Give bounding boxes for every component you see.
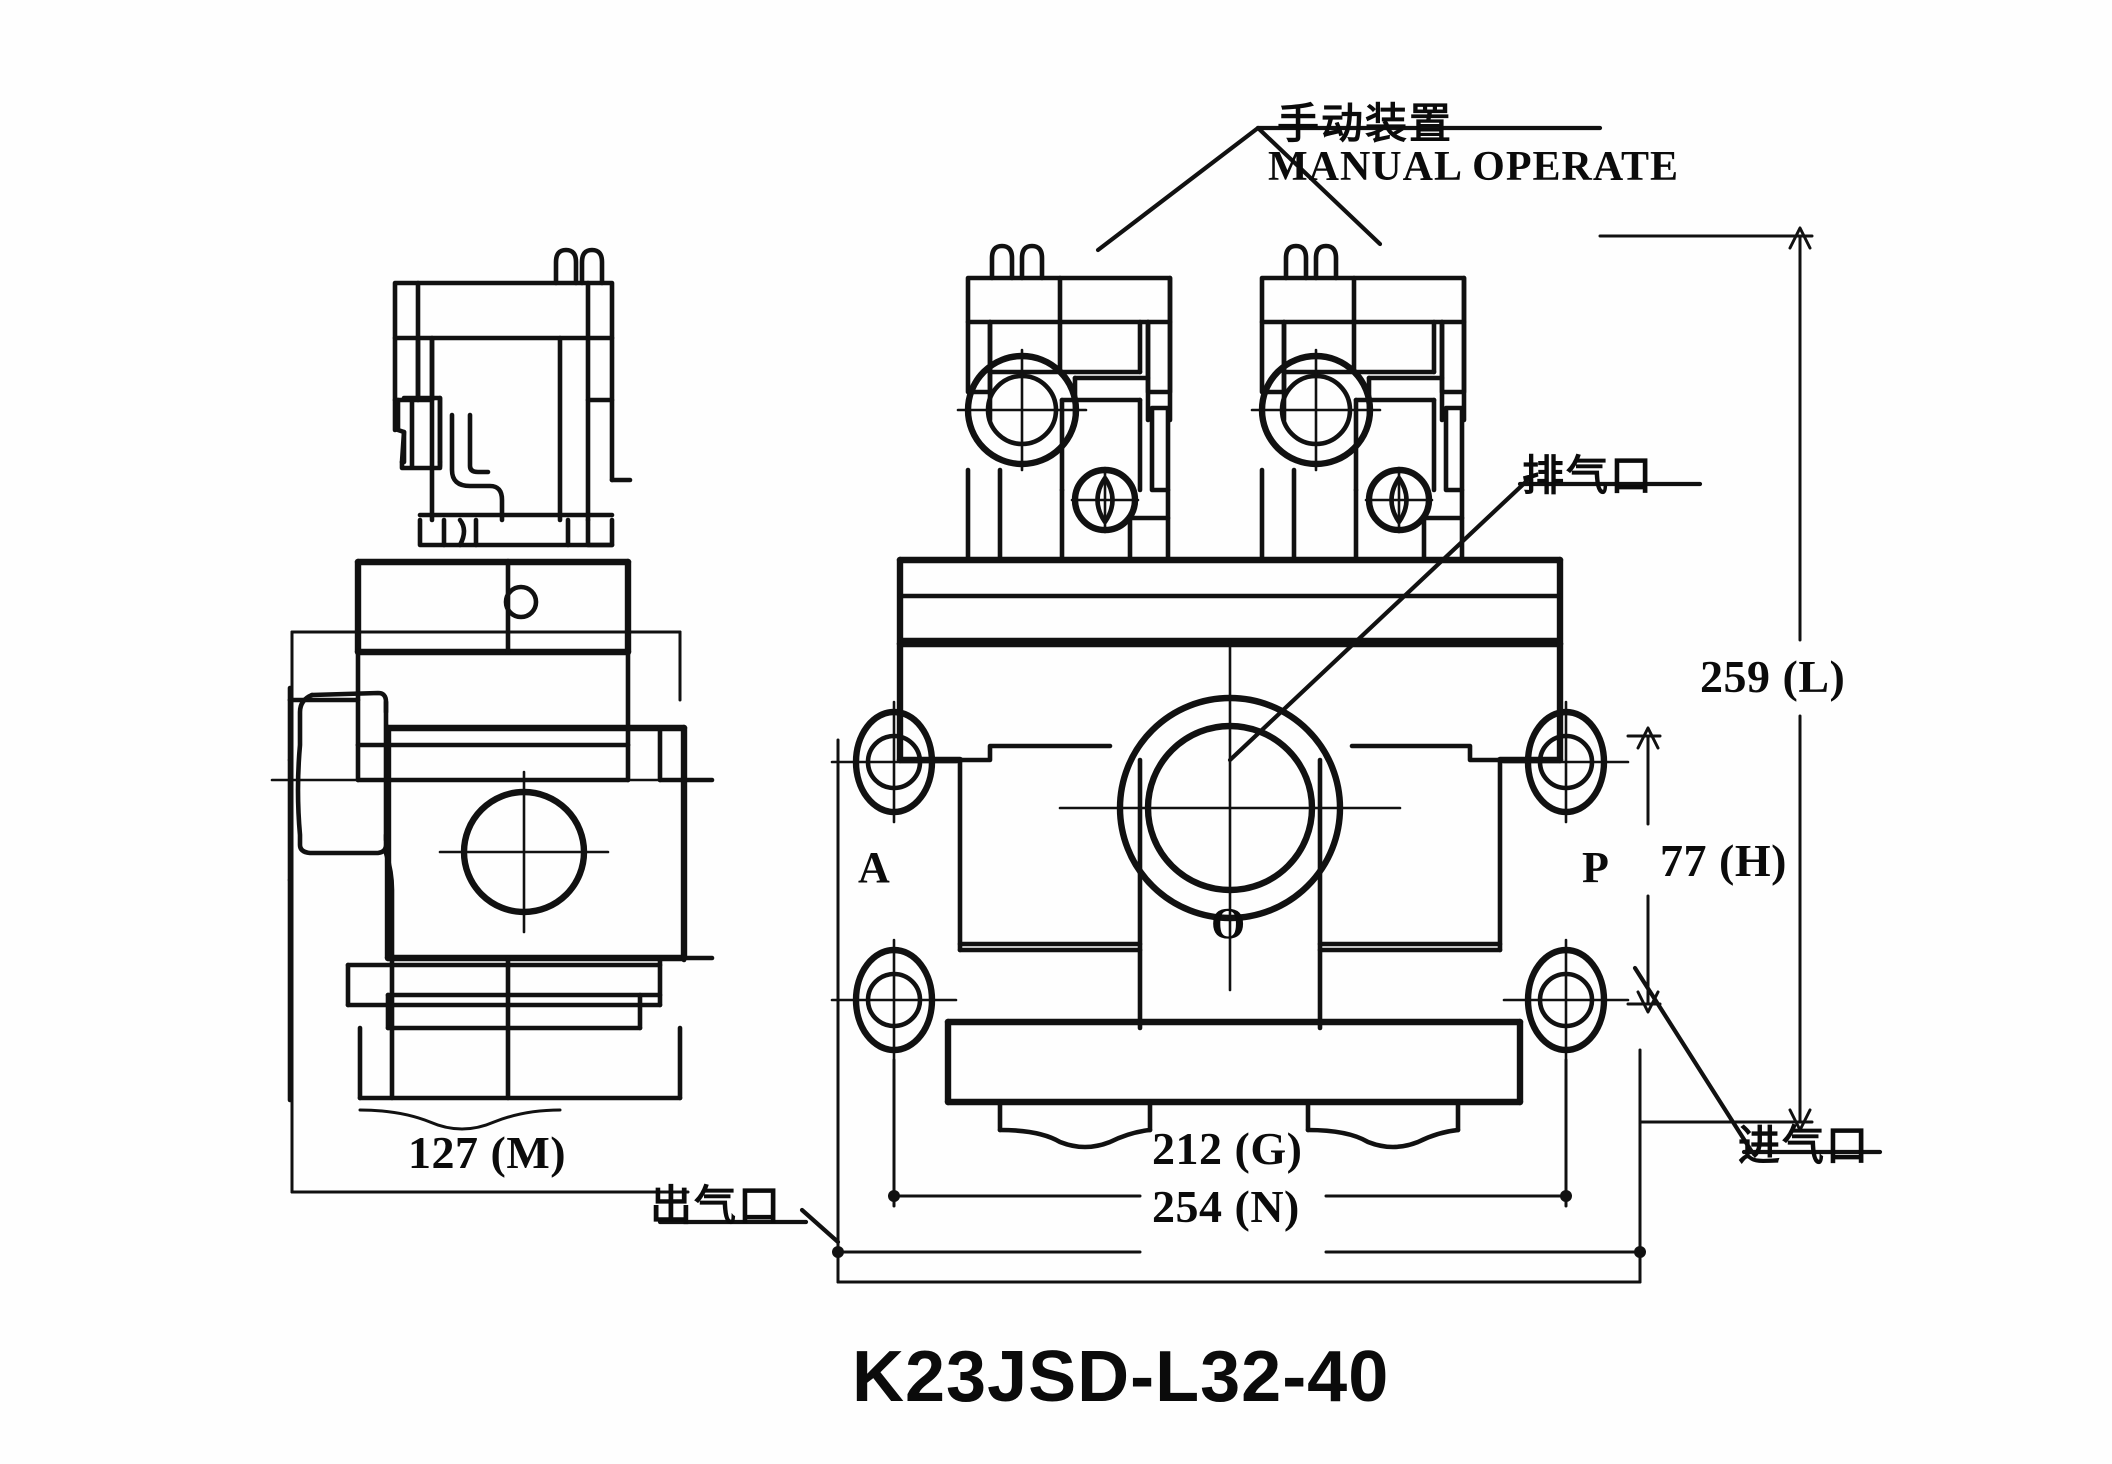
manual-operate-label-en: MANUAL OPERATE bbox=[1268, 144, 1680, 190]
mounting-hole-bottom-right bbox=[1502, 938, 1630, 1062]
drawing-title: K23JSD-L32-40 bbox=[852, 1337, 1390, 1417]
outlet-port-label: 出气口 bbox=[650, 1181, 783, 1230]
port-label-o: O bbox=[1211, 899, 1246, 948]
dim-hole-pitch bbox=[888, 1058, 1572, 1208]
dim-label-hole-pitch: 212 (G) bbox=[1152, 1123, 1303, 1174]
exhaust-port-label: 排气口 bbox=[1522, 451, 1655, 500]
dim-label-body-height: 77 (H) bbox=[1660, 835, 1787, 886]
leader-outlet-port bbox=[657, 1207, 841, 1245]
dim-overall-width bbox=[832, 1246, 1646, 1258]
dim-side-width bbox=[358, 1108, 562, 1131]
dim-body-height bbox=[1626, 726, 1662, 1014]
inlet-port-label: 进气口 bbox=[1738, 1121, 1871, 1170]
port-label-p: P bbox=[1582, 843, 1609, 892]
dim-label-overall-width: 254 (N) bbox=[1152, 1181, 1300, 1232]
mounting-hole-top-left bbox=[830, 700, 958, 824]
mounting-hole-top-right bbox=[1502, 700, 1630, 824]
dim-overall-height bbox=[1598, 226, 1814, 1132]
mounting-hole-bottom-left bbox=[830, 938, 958, 1062]
dim-label-side-width: 127 (M) bbox=[408, 1127, 567, 1178]
manual-operate-label-cn: 手动装置 bbox=[1277, 99, 1454, 148]
side-view-geometry bbox=[270, 247, 715, 1194]
port-label-a: A bbox=[858, 843, 890, 892]
front-view-geometry bbox=[830, 243, 1642, 1284]
leader-exhaust-port bbox=[1227, 473, 1703, 763]
leader-manual-operate bbox=[1095, 125, 1603, 253]
dim-label-overall-height: 259 (L) bbox=[1700, 651, 1846, 702]
